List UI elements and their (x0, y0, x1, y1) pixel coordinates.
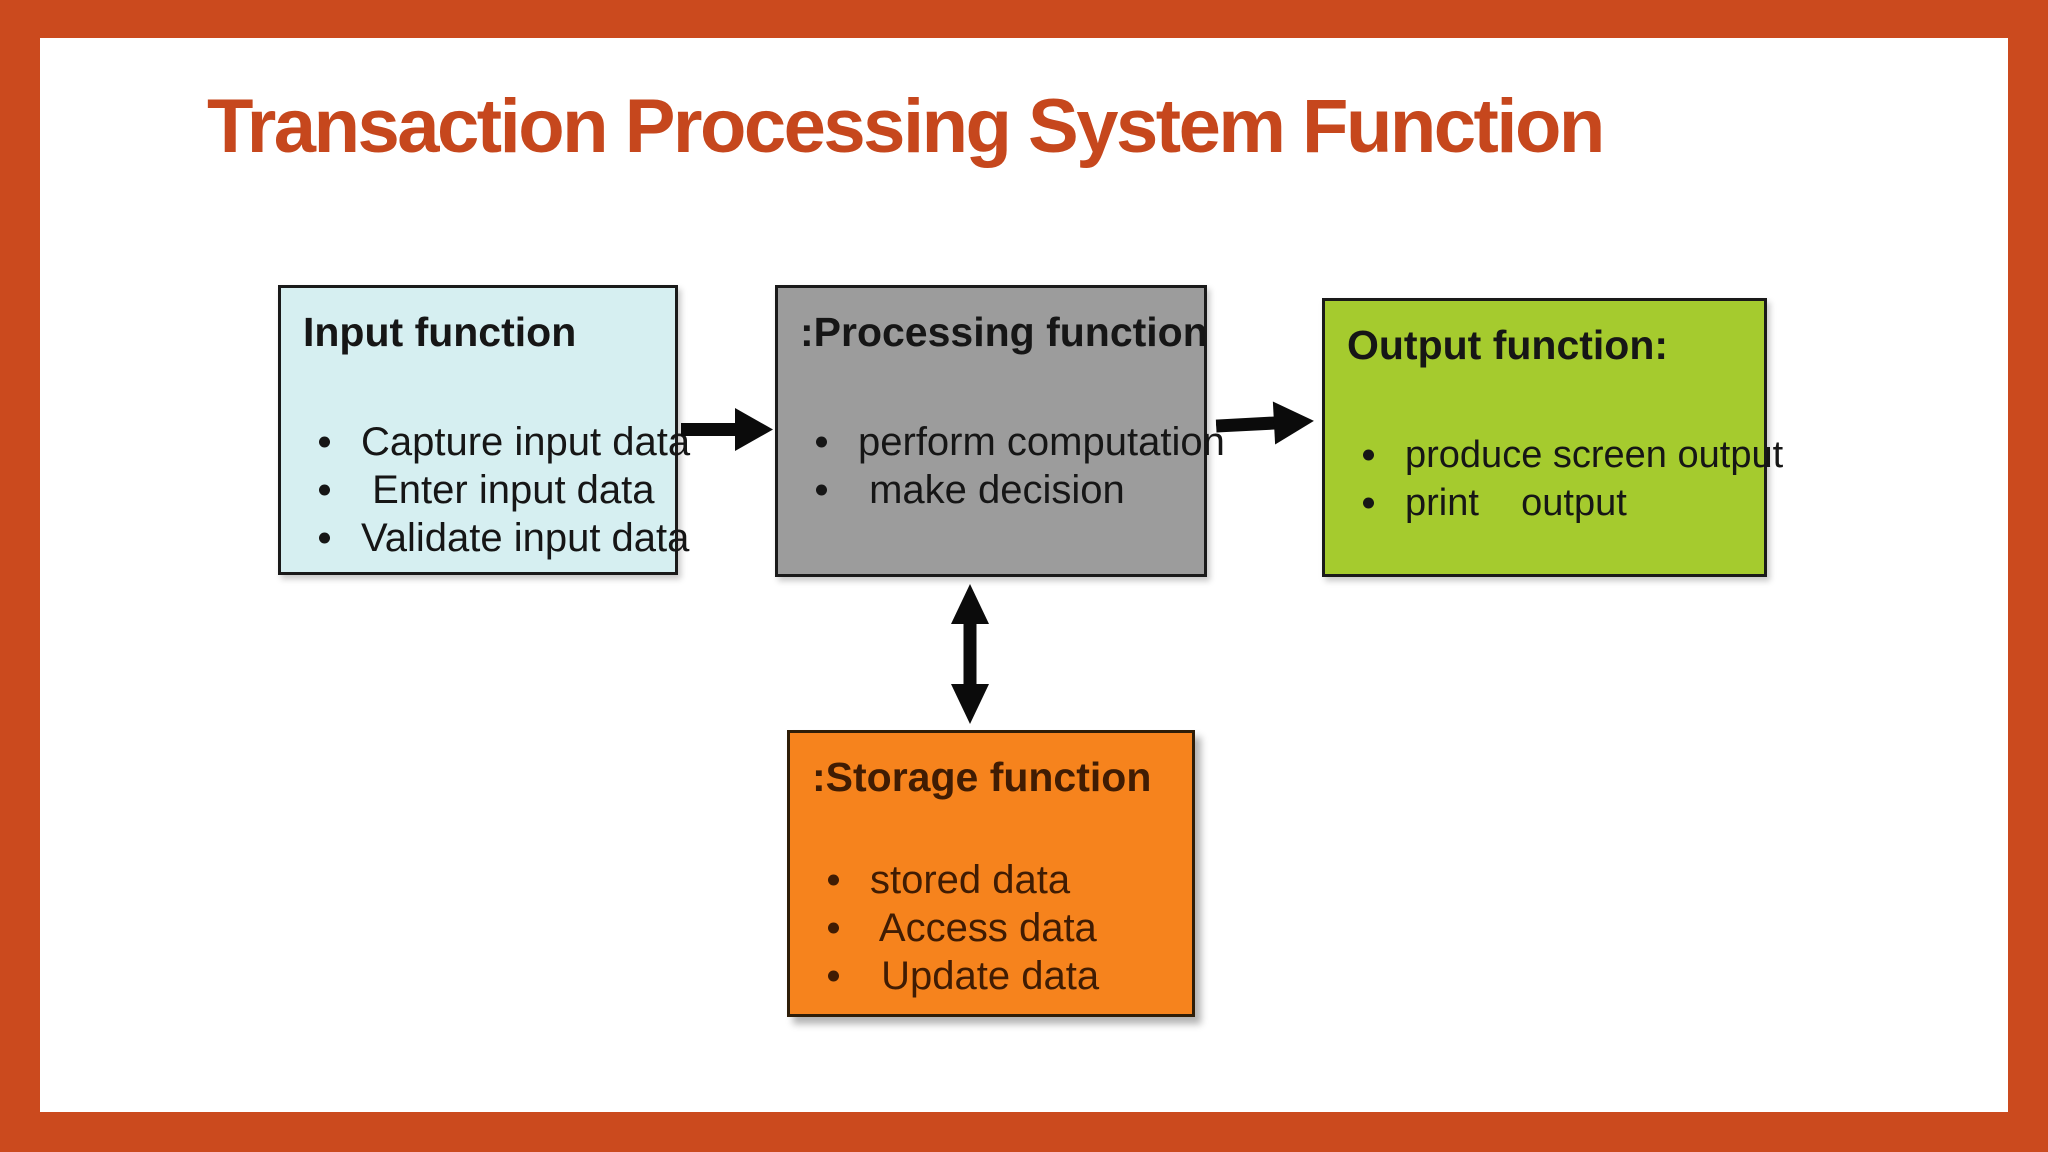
list-item: Access data (812, 904, 1170, 952)
output-box-title: Output function: (1347, 322, 1669, 368)
list-item: make decision (800, 466, 1182, 514)
page-title: Transaction Processing System Function (207, 84, 1605, 169)
output-box-list: produce screen output print output (1347, 431, 1783, 527)
processing-storage-double-arrow-icon (951, 584, 989, 724)
input-to-processing-arrow-icon (681, 408, 773, 451)
list-item: stored data (812, 856, 1170, 904)
storage-box-list: stored data Access data Update data (812, 856, 1170, 1000)
list-item: Enter input data (303, 466, 654, 514)
input-box-list: Capture input data Enter input data Vali… (303, 418, 690, 562)
storage-box-title: :Storage function (812, 754, 1152, 800)
list-item: print output (1347, 479, 1742, 527)
processing-to-output-arrow-icon (1215, 401, 1314, 445)
diagram-canvas: Transaction Processing System Function I… (40, 38, 2008, 1112)
input-function-box: Input function Capture input data Enter … (278, 285, 690, 575)
list-item: Update data (812, 952, 1170, 1000)
storage-function-box: :Storage function stored data Access dat… (787, 730, 1195, 1017)
list-item: produce screen output (1347, 431, 1783, 479)
list-item: Capture input data (303, 418, 690, 466)
list-item: Validate input data (303, 514, 689, 562)
processing-function-box: :Processing function perform computation… (775, 285, 1225, 577)
input-box-title: Input function (303, 309, 577, 355)
processing-box-title: :Processing function (800, 309, 1208, 355)
list-item: perform computation (800, 418, 1225, 466)
output-function-box: Output function: produce screen output p… (1322, 298, 1783, 577)
processing-box-list: perform computation make decision (800, 418, 1225, 514)
